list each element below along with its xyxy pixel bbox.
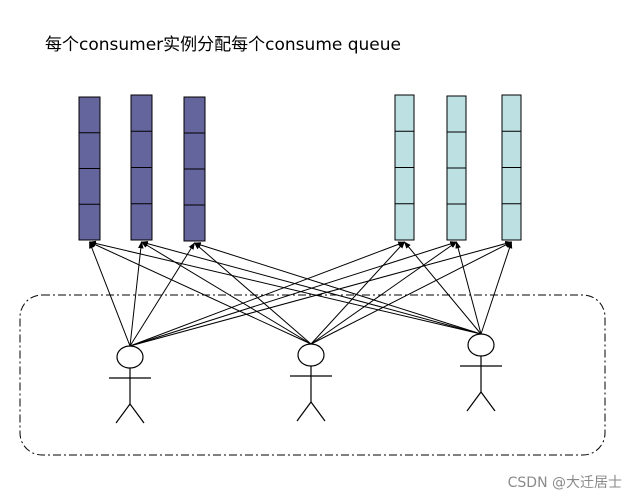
connection-arrow (88, 240, 482, 335)
connection-arrow (140, 241, 312, 345)
connection-arrow (310, 241, 405, 345)
connection-arrow (193, 242, 312, 345)
connection-arrow (129, 241, 144, 347)
connection-arrow (404, 241, 482, 335)
consumer-head (467, 333, 495, 357)
consumer-right-leg (310, 401, 326, 422)
connection-arrow (129, 241, 406, 347)
queue-columns (78, 94, 522, 242)
consumer-figures (109, 333, 502, 424)
consumer-right-leg (129, 403, 145, 424)
connection-arrow (140, 240, 482, 335)
connection-arrow (310, 241, 513, 345)
consumer-head (297, 343, 325, 367)
consumer-left-leg (296, 401, 312, 422)
connection-arrows (88, 240, 513, 347)
diagram-title: 每个consumer实例分配每个consume queue (45, 35, 401, 55)
consumer-group-boundary (19, 294, 606, 456)
connection-arrow (89, 241, 131, 347)
connection-arrow (88, 241, 312, 345)
consumer-right-leg (480, 391, 496, 412)
connection-arrow (129, 242, 195, 347)
consumer-left-leg (115, 403, 131, 424)
consumer-left-leg (466, 391, 482, 412)
connection-arrow (480, 241, 513, 335)
connection-arrow (193, 242, 482, 335)
connection-arrow (129, 241, 458, 347)
connection-arrow (310, 241, 458, 345)
consumer-head (116, 345, 144, 369)
connection-arrow (455, 241, 482, 335)
connection-arrow (129, 240, 513, 347)
watermark: CSDN @大迁居士 (507, 475, 622, 491)
